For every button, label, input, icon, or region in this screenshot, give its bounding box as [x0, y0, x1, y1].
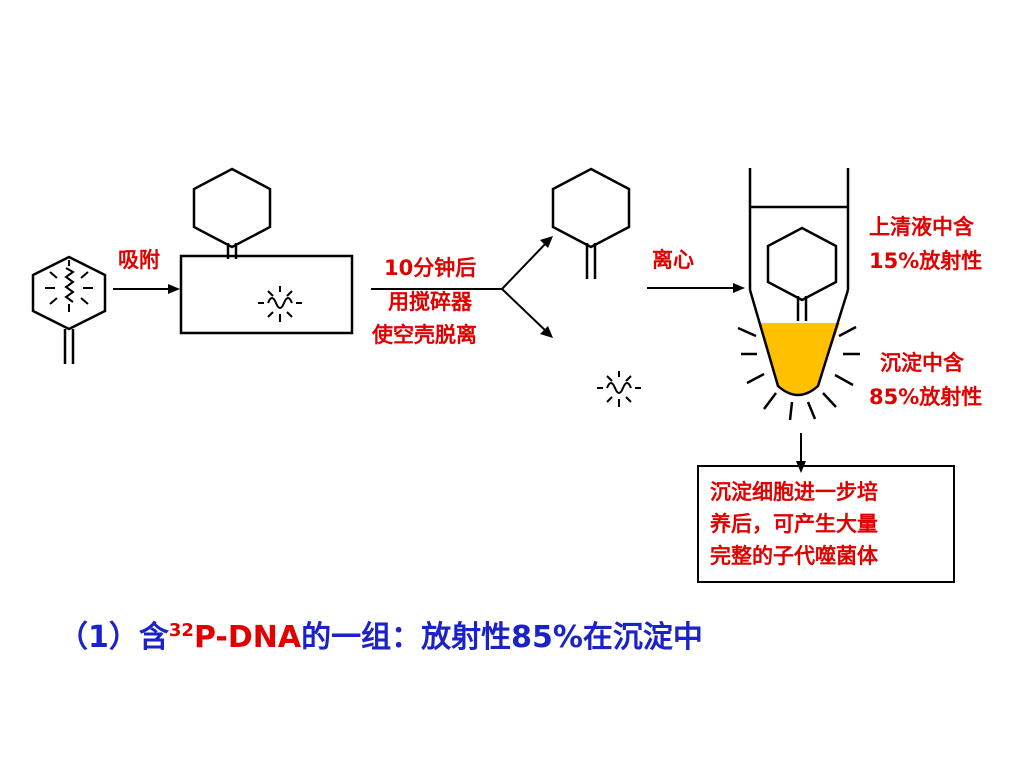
supernatant-label-line1: 上清液中含: [869, 215, 974, 239]
centrifuge-tube-icon: [737, 168, 860, 421]
conclusion-note: （1）含32P-DNA的一组：放射性85%在沉淀中: [58, 612, 703, 656]
radioactive-dna-icon: [597, 371, 641, 407]
centrifuge-label: 离心: [652, 248, 694, 272]
after-10min-label: 10分钟后: [384, 256, 477, 280]
pellet-label-line2: 85%放射性: [869, 385, 983, 409]
result-box: 沉淀细胞进一步培 养后，可产生大量 完整的子代噬菌体: [697, 465, 955, 583]
adsorb-arrow: [113, 284, 180, 294]
supernatant-label-line2: 15%放射性: [869, 249, 983, 273]
blender-label: 用搅碎器: [388, 290, 472, 314]
phage-with-dna-icon: [31, 255, 107, 364]
conclusion-suffix: 的一组：放射性85%在沉淀中: [301, 620, 703, 655]
centrifuge-arrow: [647, 283, 745, 293]
pellet-label-line1: 沉淀中含: [880, 351, 964, 375]
culture-arrow: [796, 433, 806, 473]
isotope-superscript: 32: [168, 620, 194, 641]
result-box-line2: 养后，可产生大量: [710, 512, 878, 536]
infected-bacterium-icon: [179, 167, 354, 335]
empty-phage-coat-icon: [551, 167, 631, 279]
result-box-line1: 沉淀细胞进一步培: [710, 480, 878, 504]
result-box-line3: 完整的子代噬菌体: [710, 544, 878, 568]
blender-arrows: [371, 240, 549, 334]
adsorb-label: 吸附: [118, 248, 160, 272]
isotope-dna: P-DNA: [193, 620, 302, 655]
conclusion-prefix: （1）含: [58, 620, 169, 655]
detach-label: 使空壳脱离: [372, 323, 477, 347]
